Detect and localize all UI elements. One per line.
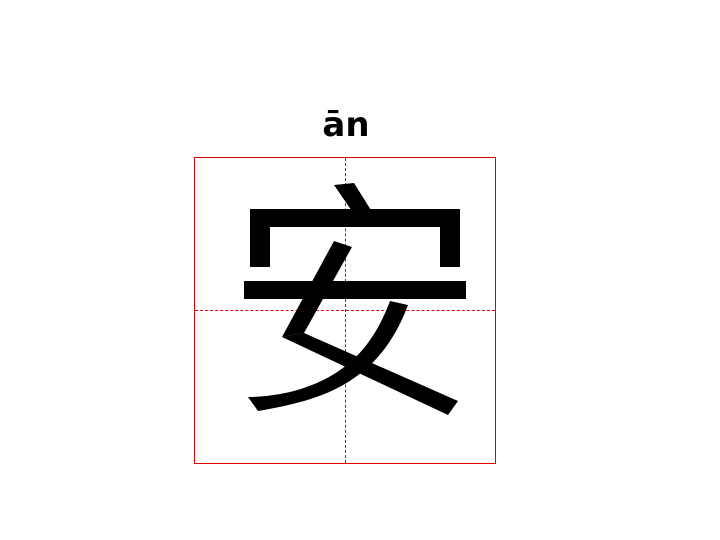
tian-grid-box <box>194 157 496 464</box>
stroke-left-fold <box>282 241 352 337</box>
character-glyph: 安 <box>244 183 466 415</box>
stroke-dot <box>334 183 374 217</box>
character-strokes <box>244 183 466 415</box>
horizontal-guide-line <box>195 310 495 311</box>
stroke-right-sweep <box>282 333 458 415</box>
pinyin-label: ān <box>322 105 370 145</box>
stroke-left-falling <box>248 301 408 411</box>
stroke-horizontal <box>244 281 466 299</box>
stroke-roof <box>250 209 460 267</box>
